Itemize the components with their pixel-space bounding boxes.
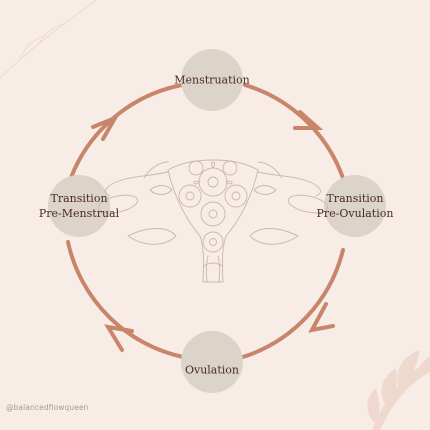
arrow-premenstrual-to-menstruation — [66, 83, 184, 188]
arrowhead-top-left — [91, 113, 120, 141]
cycle-arrows — [66, 83, 345, 359]
pre-menstrual-line1: Transition — [50, 192, 108, 205]
arrow-menstruation-to-preovulation — [243, 83, 345, 180]
node-menstruation — [181, 49, 243, 111]
social-handle: @balancedflowqueen — [6, 403, 89, 412]
phase-label-ovulation: Ovulation — [185, 363, 239, 378]
arrow-ovulation-to-premenstrual — [66, 240, 185, 359]
leaf-decoration-top-left — [0, 0, 97, 79]
ovulation-text: Ovulation — [184, 363, 240, 377]
arrowhead-bottom-right — [308, 302, 335, 333]
node-pre-menstrual — [48, 175, 110, 237]
arrowhead-bottom-left — [104, 324, 134, 352]
floral-uterus-icon — [97, 159, 329, 283]
leaf-decoration-bottom-right — [367, 350, 430, 430]
phase-label-pre-menstrual: Transition Pre-Menstrual — [39, 191, 119, 221]
pre-menstrual-line2: Pre-Menstrual — [38, 207, 120, 220]
menstruation-text: Menstruation — [174, 73, 250, 87]
pre-ovulation-line2: Pre-Ovulation — [316, 207, 394, 220]
phase-label-pre-ovulation: Transition Pre-Ovulation — [317, 191, 394, 221]
phase-label-menstruation: Menstruation — [174, 73, 249, 88]
arrow-preovulation-to-ovulation — [241, 248, 345, 359]
arrowhead-top-right — [293, 110, 324, 130]
node-pre-ovulation — [324, 175, 386, 237]
pre-ovulation-line1: Transition — [326, 192, 384, 205]
node-ovulation — [181, 331, 243, 393]
